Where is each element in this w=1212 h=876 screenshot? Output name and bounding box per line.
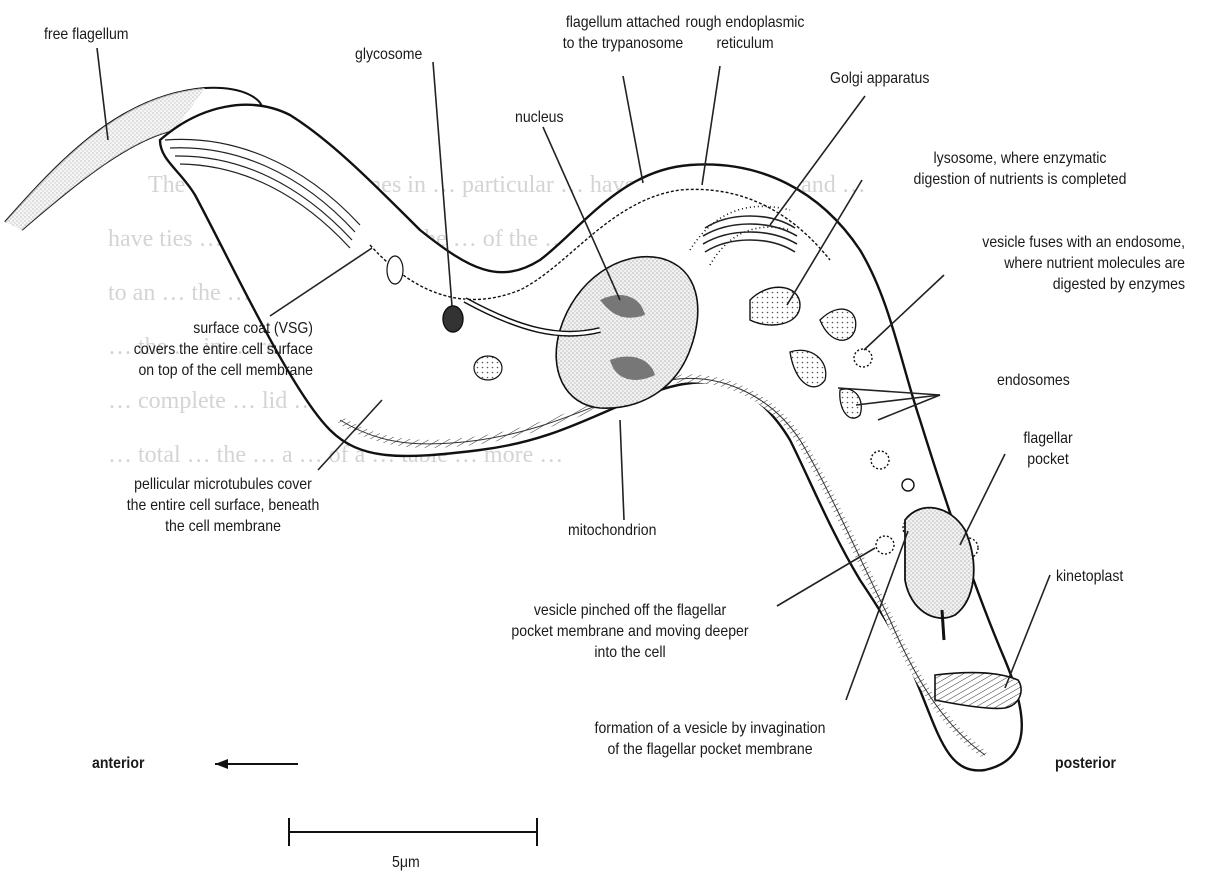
label-lysosome: lysosome, where enzymatic digestion of n… [862, 148, 1179, 190]
label-mitochondrion: mitochondrion [568, 520, 656, 541]
label-formation-vesicle: formation of a vesicle by invagination o… [534, 718, 886, 760]
label-rough-er-line2: reticulum [666, 33, 824, 54]
label-vesicle-pinched-line3: into the cell [476, 642, 784, 663]
label-flagellar-pocket: flagellar pocket [1013, 428, 1083, 470]
label-nucleus: nucleus [515, 107, 564, 128]
label-pellicular-line3: the cell membrane [78, 516, 368, 537]
label-anterior: anterior [92, 753, 144, 774]
label-flagellar-pocket-line1: flagellar [1013, 428, 1083, 449]
label-formation-vesicle-line1: formation of a vesicle by invagination [534, 718, 886, 739]
label-formation-vesicle-line2: of the flagellar pocket membrane [534, 739, 886, 760]
cell-body-outline [160, 105, 1022, 771]
label-pellicular-line1: pellicular microtubules cover [78, 474, 368, 495]
vacuole-1 [474, 356, 502, 380]
label-vesicle-fuses-line2: where nutrient molecules are [917, 253, 1185, 274]
label-rough-er: rough endoplasmic reticulum [666, 12, 824, 54]
label-vesicle-fuses-line1: vesicle fuses with an endosome, [917, 232, 1185, 253]
label-golgi: Golgi apparatus [830, 68, 929, 89]
label-pellicular-line2: the entire cell surface, beneath [78, 495, 368, 516]
label-kinetoplast: kinetoplast [1056, 566, 1123, 587]
label-free-flagellum: free flagellum [44, 24, 129, 45]
label-vesicle-fuses: vesicle fuses with an endosome, where nu… [917, 232, 1185, 295]
label-surface-coat-line3: on top of the cell membrane [46, 360, 313, 381]
label-lysosome-line2: digestion of nutrients is completed [862, 169, 1179, 190]
label-scale: 5μm [392, 852, 420, 873]
label-surface-coat-line2: covers the entire cell surface [46, 339, 313, 360]
label-posterior: posterior [1055, 753, 1116, 774]
label-lysosome-line1: lysosome, where enzymatic [862, 148, 1179, 169]
label-pellicular: pellicular microtubules cover the entire… [78, 474, 368, 537]
label-surface-coat: surface coat (VSG) covers the entire cel… [46, 318, 313, 381]
label-vesicle-pinched-line2: pocket membrane and moving deeper [476, 621, 784, 642]
basal-body [942, 610, 944, 640]
label-vesicle-pinched: vesicle pinched off the flagellar pocket… [476, 600, 784, 663]
label-endosomes: endosomes [997, 370, 1070, 391]
vacuole-2 [387, 256, 403, 284]
label-vesicle-pinched-line1: vesicle pinched off the flagellar [476, 600, 784, 621]
flagellar-pocket [905, 508, 974, 618]
anterior-arrowhead [215, 759, 228, 769]
label-glycosome: glycosome [355, 44, 422, 65]
label-rough-er-line1: rough endoplasmic [666, 12, 824, 33]
label-vesicle-fuses-line3: digested by enzymes [917, 274, 1185, 295]
glycosome [443, 306, 463, 332]
label-flagellar-pocket-line2: pocket [1013, 449, 1083, 470]
label-surface-coat-line1: surface coat (VSG) [46, 318, 313, 339]
